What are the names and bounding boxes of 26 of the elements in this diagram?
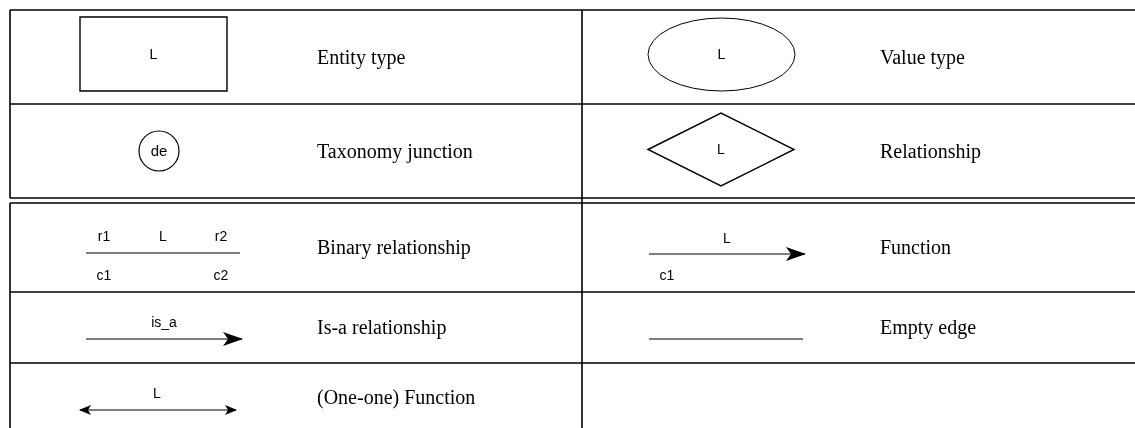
relationship-label: L: [159, 229, 167, 243]
function-label: L: [723, 231, 731, 245]
cardinality-label: c1: [659, 268, 675, 282]
entity-type-box: [80, 17, 227, 91]
role-label: r2: [214, 229, 228, 243]
legend-text: Is-a relationship: [317, 317, 447, 337]
role-label: r1: [97, 229, 111, 243]
taxonomy-junction-circle: [139, 131, 179, 171]
node-label: L: [149, 44, 158, 64]
legend-text: Taxonomy junction: [317, 141, 473, 161]
legend-text: (One-one) Function: [317, 387, 476, 407]
node-label: L: [717, 45, 726, 64]
function-label: L: [153, 386, 161, 400]
legend-text: Relationship: [880, 141, 982, 161]
relationship-diamond: [648, 113, 794, 186]
legend-text: Empty edge: [880, 317, 977, 337]
node-label: de: [150, 140, 168, 161]
value-type-ellipse: [648, 18, 795, 91]
legend-text: Value type: [880, 47, 965, 67]
legend-text: Entity type: [317, 47, 406, 67]
node-label: L: [717, 140, 725, 159]
legend-text: Binary relationship: [317, 237, 471, 257]
cardinality-label: c1: [96, 268, 112, 282]
is-a-label: is_a: [151, 315, 177, 329]
legend-text: Function: [880, 237, 952, 257]
cardinality-label: c2: [213, 268, 229, 282]
